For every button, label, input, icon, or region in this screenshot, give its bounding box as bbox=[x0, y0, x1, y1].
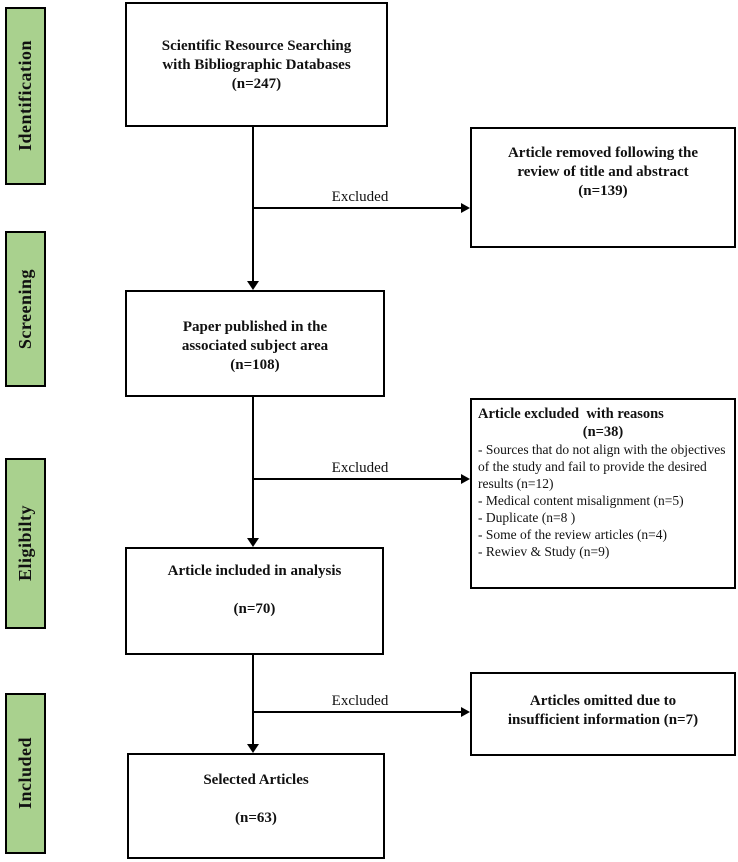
excluded-label-2: Excluded bbox=[331, 460, 389, 476]
connector-screened-to-included bbox=[252, 397, 254, 538]
included-analysis-line1: Article included in analysis bbox=[167, 563, 342, 579]
screened-box: Paper published in the associated subjec… bbox=[125, 290, 385, 397]
stage-label-included: Included bbox=[5, 693, 46, 854]
selected-articles-count: (n=63) bbox=[235, 810, 277, 826]
excluded-reasons-title: Article excluded with reasons bbox=[478, 406, 664, 422]
connector-excluded-1 bbox=[253, 207, 461, 209]
stage-label-eligibility: Eligibilty bbox=[5, 458, 46, 629]
included-analysis-box: Article included in analysis (n=70) bbox=[125, 547, 384, 655]
screened-box-count: (n=108) bbox=[230, 357, 280, 373]
connector-source-to-screened bbox=[252, 127, 254, 281]
selected-articles-box: Selected Articles (n=63) bbox=[127, 753, 385, 859]
source-box-count: (n=247) bbox=[231, 76, 282, 92]
excluded-reason-item: - Sources that do not align with the obj… bbox=[478, 442, 726, 491]
arrowhead-right-icon bbox=[461, 203, 470, 213]
connector-excluded-3 bbox=[253, 711, 461, 713]
connector-included-to-selected bbox=[252, 655, 254, 744]
stage-label-identification-text: Identification bbox=[15, 40, 35, 152]
removed-box: Article removed following the review of … bbox=[470, 127, 736, 248]
excluded-reasons-count: (n=38) bbox=[582, 424, 624, 440]
arrowhead-down-icon bbox=[247, 281, 259, 290]
omitted-box-line1: Articles omitted due to bbox=[529, 693, 677, 709]
screened-box-line2: associated subject area bbox=[181, 338, 329, 354]
arrowhead-right-icon bbox=[461, 474, 470, 484]
removed-box-line2: review of title and abstract bbox=[517, 164, 689, 180]
connector-excluded-2 bbox=[253, 478, 461, 480]
excluded-reason-item: - Medical content misalignment (n=5) bbox=[478, 493, 684, 508]
source-box-line2: with Bibliographic Databases bbox=[162, 57, 351, 73]
source-box: Scientific Resource Searching with Bibli… bbox=[125, 2, 388, 127]
excluded-reasons-box: Article excluded with reasons (n=38) - S… bbox=[470, 398, 736, 589]
omitted-box: Articles omitted due to insufficient inf… bbox=[470, 672, 736, 756]
stage-label-screening-text: Screening bbox=[15, 268, 35, 350]
selected-articles-line1: Selected Articles bbox=[203, 772, 309, 788]
stage-label-included-text: Included bbox=[15, 737, 35, 810]
excluded-reason-item: - Some of the review articles (n=4) bbox=[478, 527, 668, 542]
stage-label-screening: Screening bbox=[5, 231, 46, 387]
source-box-line1: Scientific Resource Searching bbox=[161, 38, 352, 54]
included-analysis-count: (n=70) bbox=[233, 601, 276, 617]
excluded-label-3: Excluded bbox=[331, 693, 389, 709]
removed-box-line1: Article removed following the bbox=[507, 145, 699, 161]
stage-label-identification: Identification bbox=[5, 7, 46, 185]
arrowhead-right-icon bbox=[461, 707, 470, 717]
excluded-reason-item: - Duplicate (n=8 ) bbox=[478, 510, 576, 525]
arrowhead-down-icon bbox=[247, 538, 259, 547]
screened-box-line1: Paper published in the bbox=[182, 319, 328, 335]
removed-box-count: (n=139) bbox=[578, 183, 628, 199]
omitted-box-line2: insufficient information (n=7) bbox=[507, 712, 699, 728]
stage-label-eligibility-text: Eligibilty bbox=[15, 505, 35, 582]
excluded-label-1: Excluded bbox=[331, 189, 389, 205]
arrowhead-down-icon bbox=[247, 744, 259, 753]
excluded-reason-item: - Rewiev & Study (n=9) bbox=[478, 544, 610, 559]
